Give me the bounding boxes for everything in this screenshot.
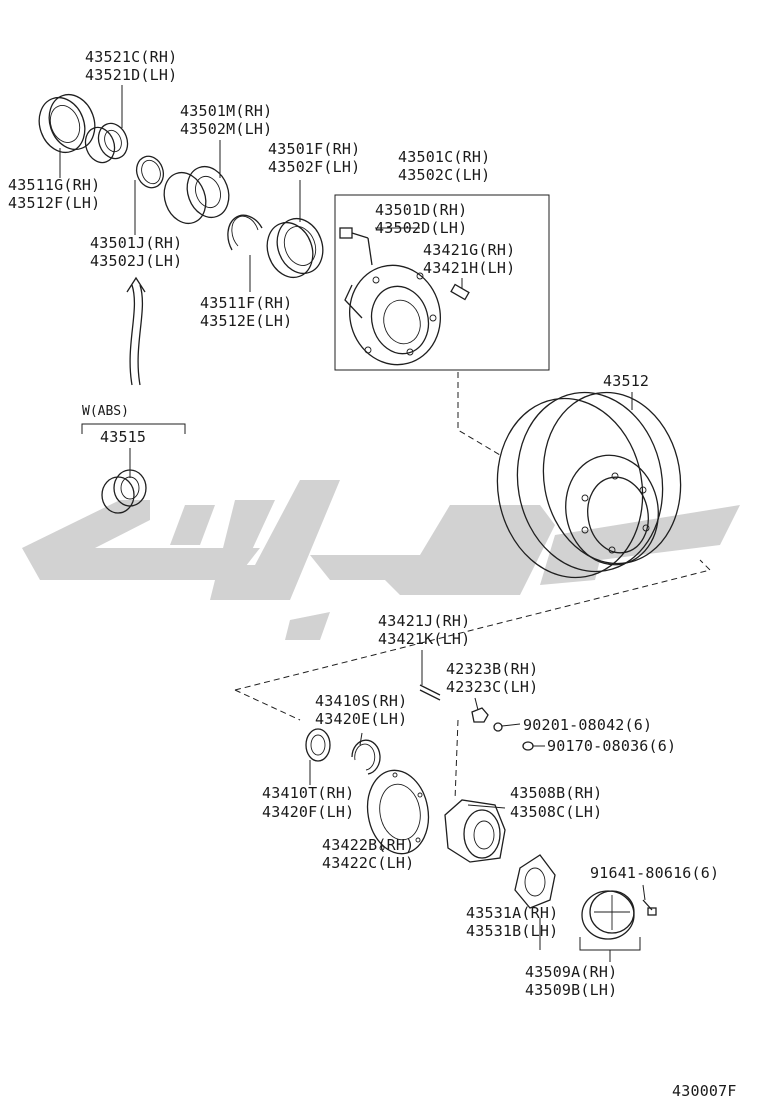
hub-box	[334, 194, 550, 371]
pin-43421g	[450, 278, 470, 301]
label-43422c: 43422C(LH)	[322, 854, 414, 872]
bracket-43509a	[539, 918, 641, 962]
bearing-43521c	[84, 122, 129, 164]
label-42323b: 42323B(RH)	[446, 660, 538, 678]
snap-ring-43501j	[135, 155, 165, 189]
bolt-90201	[493, 722, 521, 732]
hub-43501c	[344, 264, 442, 366]
label-43502d: 43502D(LH)	[375, 219, 467, 237]
label-43502f: 43502F(LH)	[268, 158, 360, 176]
label-43511f: 43511F(RH)	[200, 294, 292, 312]
dashed-stud-to-hublock	[454, 719, 459, 801]
label-43501m: 43501M(RH)	[180, 102, 272, 120]
brake-disc-43512	[496, 391, 682, 579]
abs-arrow	[126, 276, 146, 386]
dashed-left-branch	[234, 689, 301, 721]
label-91641: 91641-80616(6)	[590, 864, 719, 882]
label-43511g: 43511G(RH)	[8, 176, 100, 194]
cover-43509a	[581, 890, 635, 940]
abs-sensor-43515	[101, 469, 147, 514]
label-43509a: 43509A(RH)	[525, 963, 617, 981]
label-43502m: 43502M(LH)	[180, 120, 272, 138]
label-43521c: 43521C(RH)	[85, 48, 177, 66]
label-43422b: 43422B(RH)	[322, 836, 414, 854]
plate-43531a	[514, 854, 556, 909]
label-43502j: 43502J(LH)	[90, 252, 182, 270]
leaders-top-left	[59, 85, 301, 292]
label-43421h: 43421H(LH)	[423, 259, 515, 277]
gasket-43422b	[366, 769, 430, 855]
nut-42323b	[471, 697, 489, 723]
hub-lock-43508b	[444, 799, 506, 863]
label-43421k: 43421K(LH)	[378, 630, 470, 648]
labels: 43521C(RH) 43521D(LH) 43501M(RH) 43502M(…	[8, 48, 737, 1100]
snap-ring-43511f	[227, 214, 263, 251]
watermark-logo	[22, 480, 740, 640]
snap-ring-43410s	[351, 732, 381, 775]
washer-90170	[522, 741, 545, 751]
label-43421g: 43421G(RH)	[423, 241, 515, 259]
label-43508c: 43508C(LH)	[510, 803, 602, 821]
label-w-abs: W(ABS)	[82, 404, 129, 419]
label-43512f: 43512F(LH)	[8, 194, 100, 212]
label-43509b: 43509B(LH)	[525, 981, 617, 999]
bearing-43501m	[163, 165, 230, 225]
label-43420e: 43420E(LH)	[315, 710, 407, 728]
label-43502c: 43502C(LH)	[398, 166, 490, 184]
label-43531b: 43531B(LH)	[466, 922, 558, 940]
dashed-disc-to-lower	[234, 559, 711, 691]
seal-43511g	[38, 93, 96, 154]
label-43501f: 43501F(RH)	[268, 140, 360, 158]
label-43512: 43512	[603, 372, 649, 390]
label-43512e: 43512E(LH)	[200, 312, 292, 330]
dashed-hub-to-disc	[457, 372, 501, 456]
label-90170: 90170-08036(6)	[547, 737, 676, 755]
ring-43410t	[305, 728, 331, 785]
bolt-91641	[642, 884, 657, 916]
abs-bracket	[81, 423, 186, 478]
label-43531a: 43531A(RH)	[466, 904, 558, 922]
label-43508b: 43508B(RH)	[510, 784, 602, 802]
label-43501j: 43501J(RH)	[90, 234, 182, 252]
label-43410s: 43410S(RH)	[315, 692, 407, 710]
label-42323c: 42323C(LH)	[446, 678, 538, 696]
race-43501f	[266, 217, 324, 279]
stud-43421j	[419, 650, 441, 701]
label-43515: 43515	[100, 428, 146, 446]
label-43420f: 43420F(LH)	[262, 803, 354, 821]
label-43410t: 43410T(RH)	[262, 784, 354, 802]
label-43421j: 43421J(RH)	[378, 612, 470, 630]
label-90201: 90201-08042(6)	[523, 716, 652, 734]
label-43501d: 43501D(RH)	[375, 201, 467, 219]
label-43501c: 43501C(RH)	[398, 148, 490, 166]
diagram-code: 430007F	[672, 1082, 737, 1100]
label-43521d: 43521D(LH)	[85, 66, 177, 84]
bolt-43501d	[339, 227, 373, 266]
